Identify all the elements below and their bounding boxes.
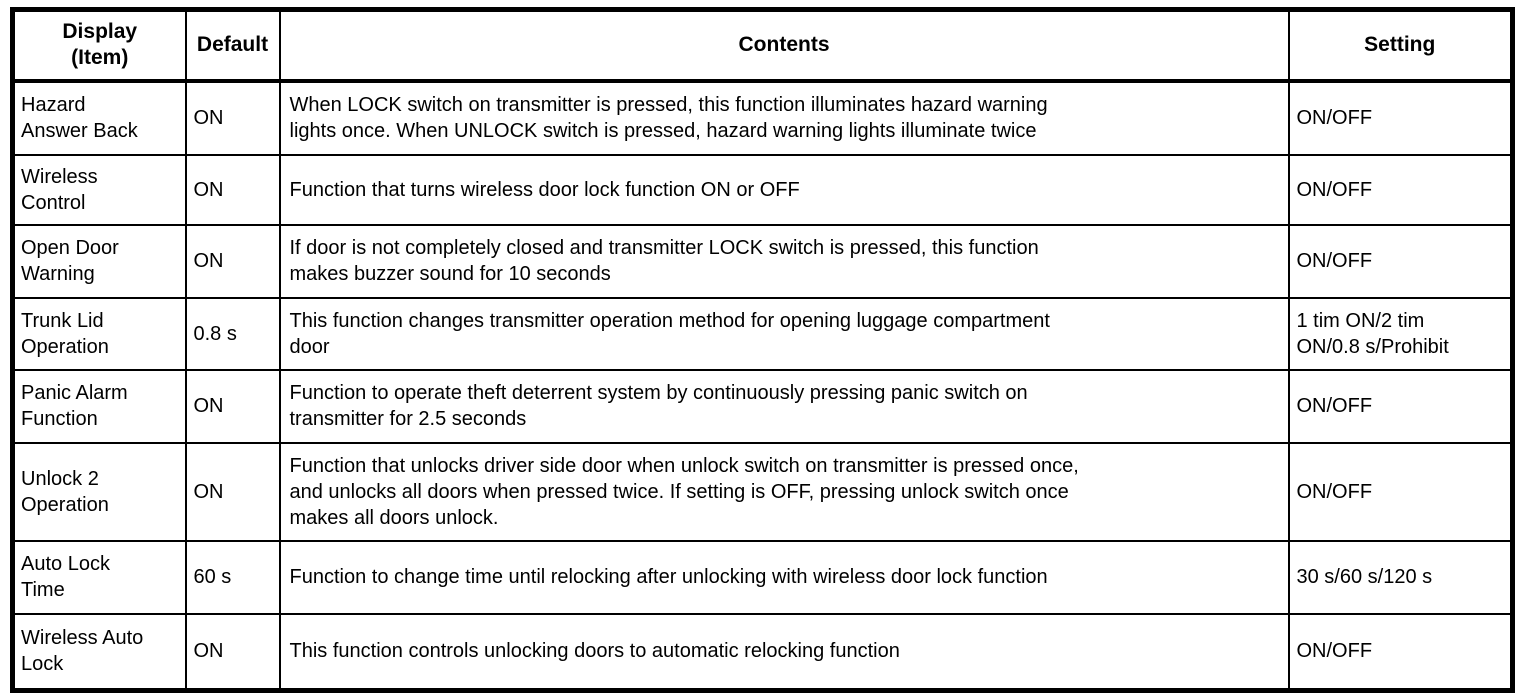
- cell-contents: Function to operate theft deterrent syst…: [278, 368, 1290, 444]
- table-row: Trunk Lid Operation 0.8 s This function …: [11, 296, 1514, 371]
- wireless-door-lock-settings-table: Display (Item) Default Contents Setting …: [10, 7, 1515, 693]
- table-row: Wireless Control ON Function that turns …: [11, 153, 1514, 226]
- cell-contents: This function changes transmitter operat…: [278, 296, 1290, 371]
- cell-contents: This function controls unlocking doors t…: [278, 612, 1290, 692]
- cell-default: ON: [184, 79, 281, 156]
- cell-contents: Function to change time until relocking …: [278, 539, 1290, 615]
- cell-item: Hazard Answer Back: [11, 79, 187, 156]
- cell-item: Open Door Warning: [11, 223, 187, 299]
- cell-default: ON: [184, 223, 281, 299]
- table-row: Auto Lock Time 60 s Function to change t…: [11, 539, 1514, 615]
- cell-default: 0.8 s: [184, 296, 281, 371]
- cell-item: Auto Lock Time: [11, 539, 187, 615]
- cell-setting: ON/OFF: [1287, 368, 1514, 444]
- cell-item: Unlock 2 Operation: [11, 441, 187, 542]
- cell-default: ON: [184, 441, 281, 542]
- cell-item: Wireless Control: [11, 153, 187, 226]
- cell-setting: ON/OFF: [1287, 223, 1514, 299]
- table-row: Unlock 2 Operation ON Function that unlo…: [11, 441, 1514, 542]
- cell-setting: ON/OFF: [1287, 441, 1514, 542]
- header-cell-setting: Setting: [1287, 8, 1514, 83]
- header-cell-contents: Contents: [278, 8, 1290, 83]
- cell-default: ON: [184, 153, 281, 226]
- cell-item: Wireless Auto Lock: [11, 612, 187, 692]
- cell-default: ON: [184, 368, 281, 444]
- cell-setting: 1 tim ON/2 tim ON/0.8 s/Prohibit: [1287, 296, 1514, 371]
- cell-item: Trunk Lid Operation: [11, 296, 187, 371]
- table-row: Wireless Auto Lock ON This function cont…: [11, 612, 1514, 692]
- cell-item: Panic Alarm Function: [11, 368, 187, 444]
- cell-default: 60 s: [184, 539, 281, 615]
- header-cell-default: Default: [184, 8, 281, 83]
- cell-contents: Function that turns wireless door lock f…: [278, 153, 1290, 226]
- table-row: Hazard Answer Back ON When LOCK switch o…: [11, 79, 1514, 156]
- cell-setting: ON/OFF: [1287, 612, 1514, 692]
- cell-setting: 30 s/60 s/120 s: [1287, 539, 1514, 615]
- table-row: Panic Alarm Function ON Function to oper…: [11, 368, 1514, 444]
- table-header-row: Display (Item) Default Contents Setting: [11, 8, 1514, 83]
- cell-default: ON: [184, 612, 281, 692]
- header-cell-display-item: Display (Item): [11, 8, 187, 83]
- cell-contents: When LOCK switch on transmitter is press…: [278, 79, 1290, 156]
- cell-setting: ON/OFF: [1287, 153, 1514, 226]
- cell-setting: ON/OFF: [1287, 79, 1514, 156]
- cell-contents: If door is not completely closed and tra…: [278, 223, 1290, 299]
- table-row: Open Door Warning ON If door is not comp…: [11, 223, 1514, 299]
- cell-contents: Function that unlocks driver side door w…: [278, 441, 1290, 542]
